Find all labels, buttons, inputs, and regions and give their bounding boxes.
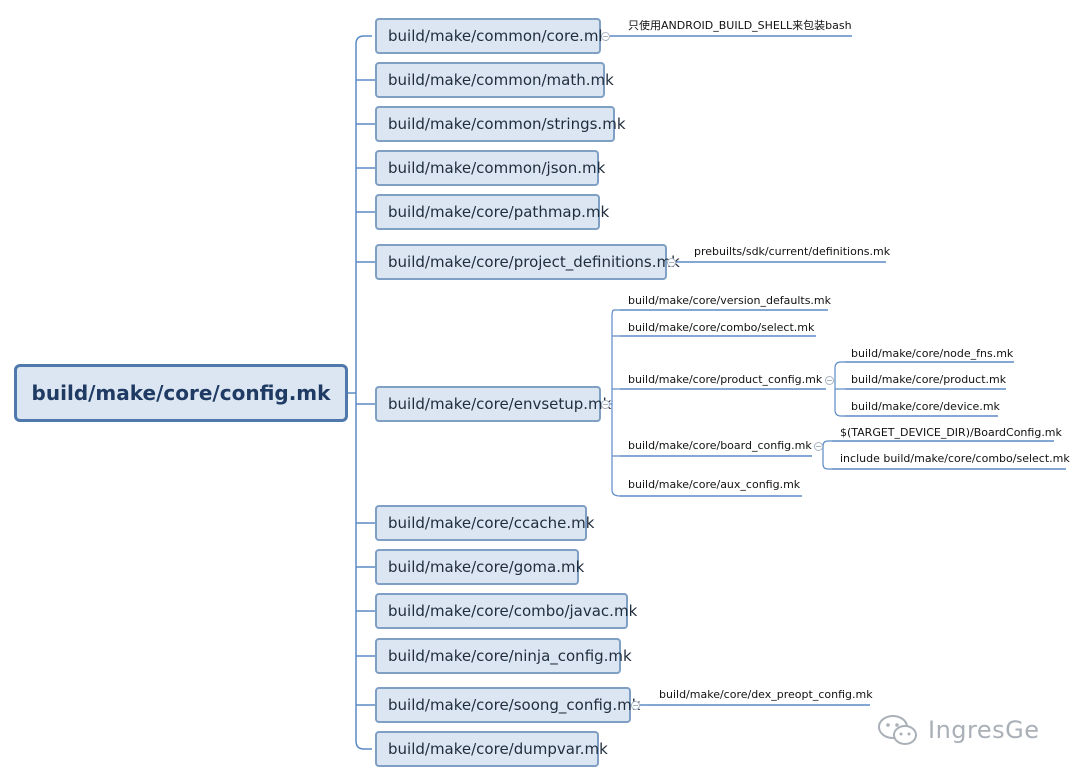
branch-spine xyxy=(822,440,832,470)
topic-core-goma[interactable]: build/make/core/goma.mk xyxy=(375,549,584,585)
topic-common-math[interactable]: build/make/common/math.mk xyxy=(375,62,614,98)
trunk-line xyxy=(355,35,372,750)
topic-core-dumpvar[interactable]: build/make/core/dumpvar.mk xyxy=(375,731,608,767)
subtopic-dex-preopt-config[interactable]: build/make/core/dex_preopt_config.mk xyxy=(659,688,873,701)
collapse-toggle[interactable]: − xyxy=(825,376,834,385)
subtopic-android-build-shell[interactable]: 只使用ANDROID_BUILD_SHELL来包装bash xyxy=(628,19,852,32)
root-topic[interactable]: build/make/core/config.mk xyxy=(14,364,348,422)
branch-spine xyxy=(611,309,621,497)
topic-core-ccache[interactable]: build/make/core/ccache.mk xyxy=(375,505,594,541)
topic-core-project-definitions[interactable]: build/make/core/project_definitions.mk xyxy=(375,244,680,280)
topic-core-envsetup[interactable]: build/make/core/envsetup.mk xyxy=(375,386,611,422)
subtopic-node-fns[interactable]: build/make/core/node_fns.mk xyxy=(851,347,1014,360)
watermark-text: IngresGe xyxy=(928,716,1040,744)
subtopic-version-defaults[interactable]: build/make/core/version_defaults.mk xyxy=(628,294,832,307)
subtopic-combo-select[interactable]: build/make/core/combo/select.mk xyxy=(628,321,815,334)
subtopic-include-combo-select[interactable]: include build/make/core/combo/select.mk xyxy=(840,452,1070,465)
topic-core-soong-config[interactable]: build/make/core/soong_config.mk xyxy=(375,687,640,723)
subtopic-product[interactable]: build/make/core/product.mk xyxy=(851,373,1007,386)
collapse-toggle[interactable]: − xyxy=(667,258,676,267)
subtopic-product-config[interactable]: build/make/core/product_config.mk xyxy=(628,373,823,386)
topic-common-strings[interactable]: build/make/common/strings.mk xyxy=(375,106,626,142)
subtopic-sdk-definitions[interactable]: prebuilts/sdk/current/definitions.mk xyxy=(694,245,891,258)
wechat-icon xyxy=(878,715,917,745)
subtopic-aux-config[interactable]: build/make/core/aux_config.mk xyxy=(628,478,801,491)
watermark: IngresGe xyxy=(876,712,1040,748)
topic-core-combo-javac[interactable]: build/make/core/combo/javac.mk xyxy=(375,593,637,629)
topic-core-ninja-config[interactable]: build/make/core/ninja_config.mk xyxy=(375,638,632,674)
topic-common-json[interactable]: build/make/common/json.mk xyxy=(375,150,605,186)
subtopic-boardconfig[interactable]: $(TARGET_DEVICE_DIR)/BoardConfig.mk xyxy=(840,426,1062,439)
topic-core-pathmap[interactable]: build/make/core/pathmap.mk xyxy=(375,194,609,230)
collapse-toggle[interactable]: − xyxy=(631,701,640,710)
topic-common-core[interactable]: build/make/common/core.mk xyxy=(375,18,607,54)
collapse-toggle[interactable]: − xyxy=(601,400,610,409)
collapse-toggle[interactable]: − xyxy=(814,442,823,451)
collapse-toggle[interactable]: − xyxy=(601,32,610,41)
subtopic-device[interactable]: build/make/core/device.mk xyxy=(851,400,1000,413)
subtopic-board-config[interactable]: build/make/core/board_config.mk xyxy=(628,439,812,452)
